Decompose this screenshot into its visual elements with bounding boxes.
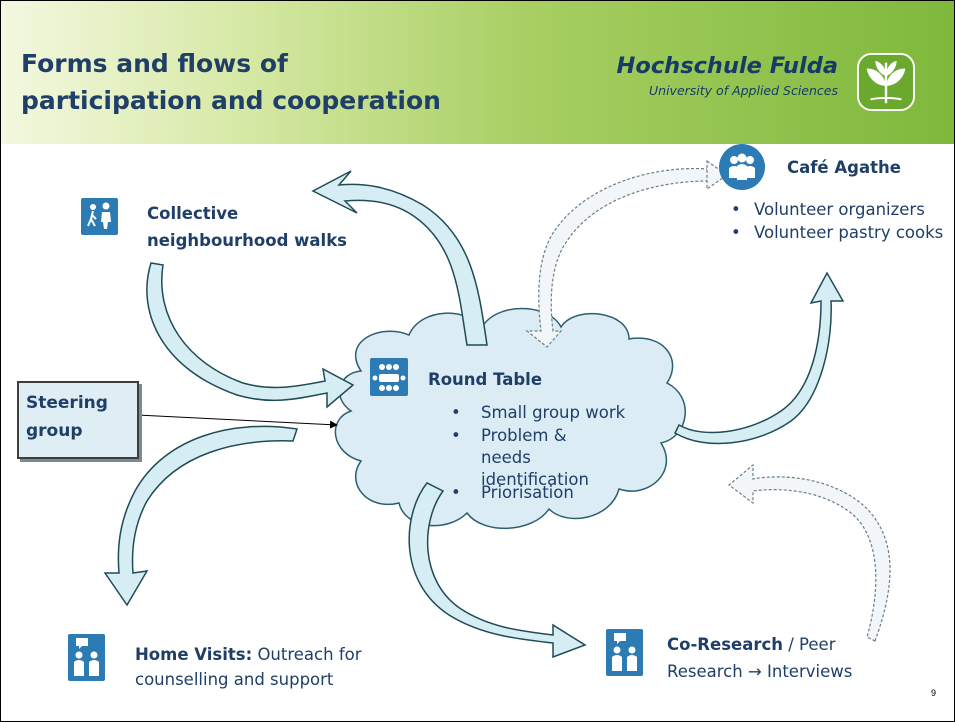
arrow-cloud-to-walks	[311, 170, 488, 346]
leaf-logo-icon	[857, 53, 915, 111]
arrow-cloud-to-co-research	[408, 482, 587, 659]
university-subtitle: University of Applied Sciences	[649, 83, 838, 98]
round-table-bullet: • Small group work	[451, 402, 651, 424]
page-title: Forms and flows of participation and coo…	[21, 49, 441, 115]
round-table-bullet-text: Priorisation	[481, 483, 574, 502]
people-group-icon	[719, 144, 765, 190]
conversation-people-icon	[606, 629, 643, 676]
cafe-label: Café Agathe	[787, 158, 901, 177]
cafe-bullet-text: Volunteer pastry cooks	[754, 223, 944, 242]
cafe-bullet: • Volunteer organizers	[731, 199, 953, 221]
round-table-bullet-text: Problem & needs identification	[481, 426, 589, 489]
arrow-cafe-to-cloud-dashed	[525, 159, 729, 348]
arrow-walks-to-cloud	[146, 262, 355, 409]
arrow-cloud-to-home-visits	[103, 425, 298, 607]
round-table-bullet-text: Small group work	[481, 403, 626, 422]
round-table-label: Round Table	[428, 370, 543, 389]
cafe-bullet: • Volunteer pastry cooks	[731, 222, 953, 244]
co-research-label: Co-Research / Peer Research → Interviews	[667, 631, 907, 685]
arrow-cloud-to-cafe	[674, 271, 845, 445]
co-research-label-rest: / Peer Research → Interviews	[667, 635, 853, 681]
round-table-bullet: • Priorisation	[451, 482, 651, 504]
steering-group-box: Steering group	[17, 381, 139, 459]
conversation-people-icon	[68, 634, 105, 681]
header-banner: Forms and flows of participation and coo…	[1, 1, 954, 144]
home-visits-label-rest: Outreach for counselling and support	[135, 645, 362, 689]
steering-group-label: Steering group	[26, 393, 108, 441]
university-name: Hochschule Fulda	[616, 53, 838, 79]
home-visits-label-bold: Home Visits:	[135, 645, 253, 664]
home-visits-label: Home Visits: Outreach for counselling an…	[135, 642, 405, 692]
meeting-table-icon	[370, 358, 408, 396]
round-table-bullet: • Problem & needs identification	[451, 425, 621, 491]
walks-label: Collective neighbourhood walks	[147, 204, 347, 250]
cafe-bullet-text: Volunteer organizers	[754, 200, 925, 219]
co-research-label-bold: Co-Research	[667, 635, 783, 654]
walking-people-icon	[81, 198, 118, 235]
arrow-research-to-cloud-dashed	[728, 463, 891, 642]
steering-connector-line	[136, 414, 338, 429]
page-number: 9	[931, 688, 937, 698]
